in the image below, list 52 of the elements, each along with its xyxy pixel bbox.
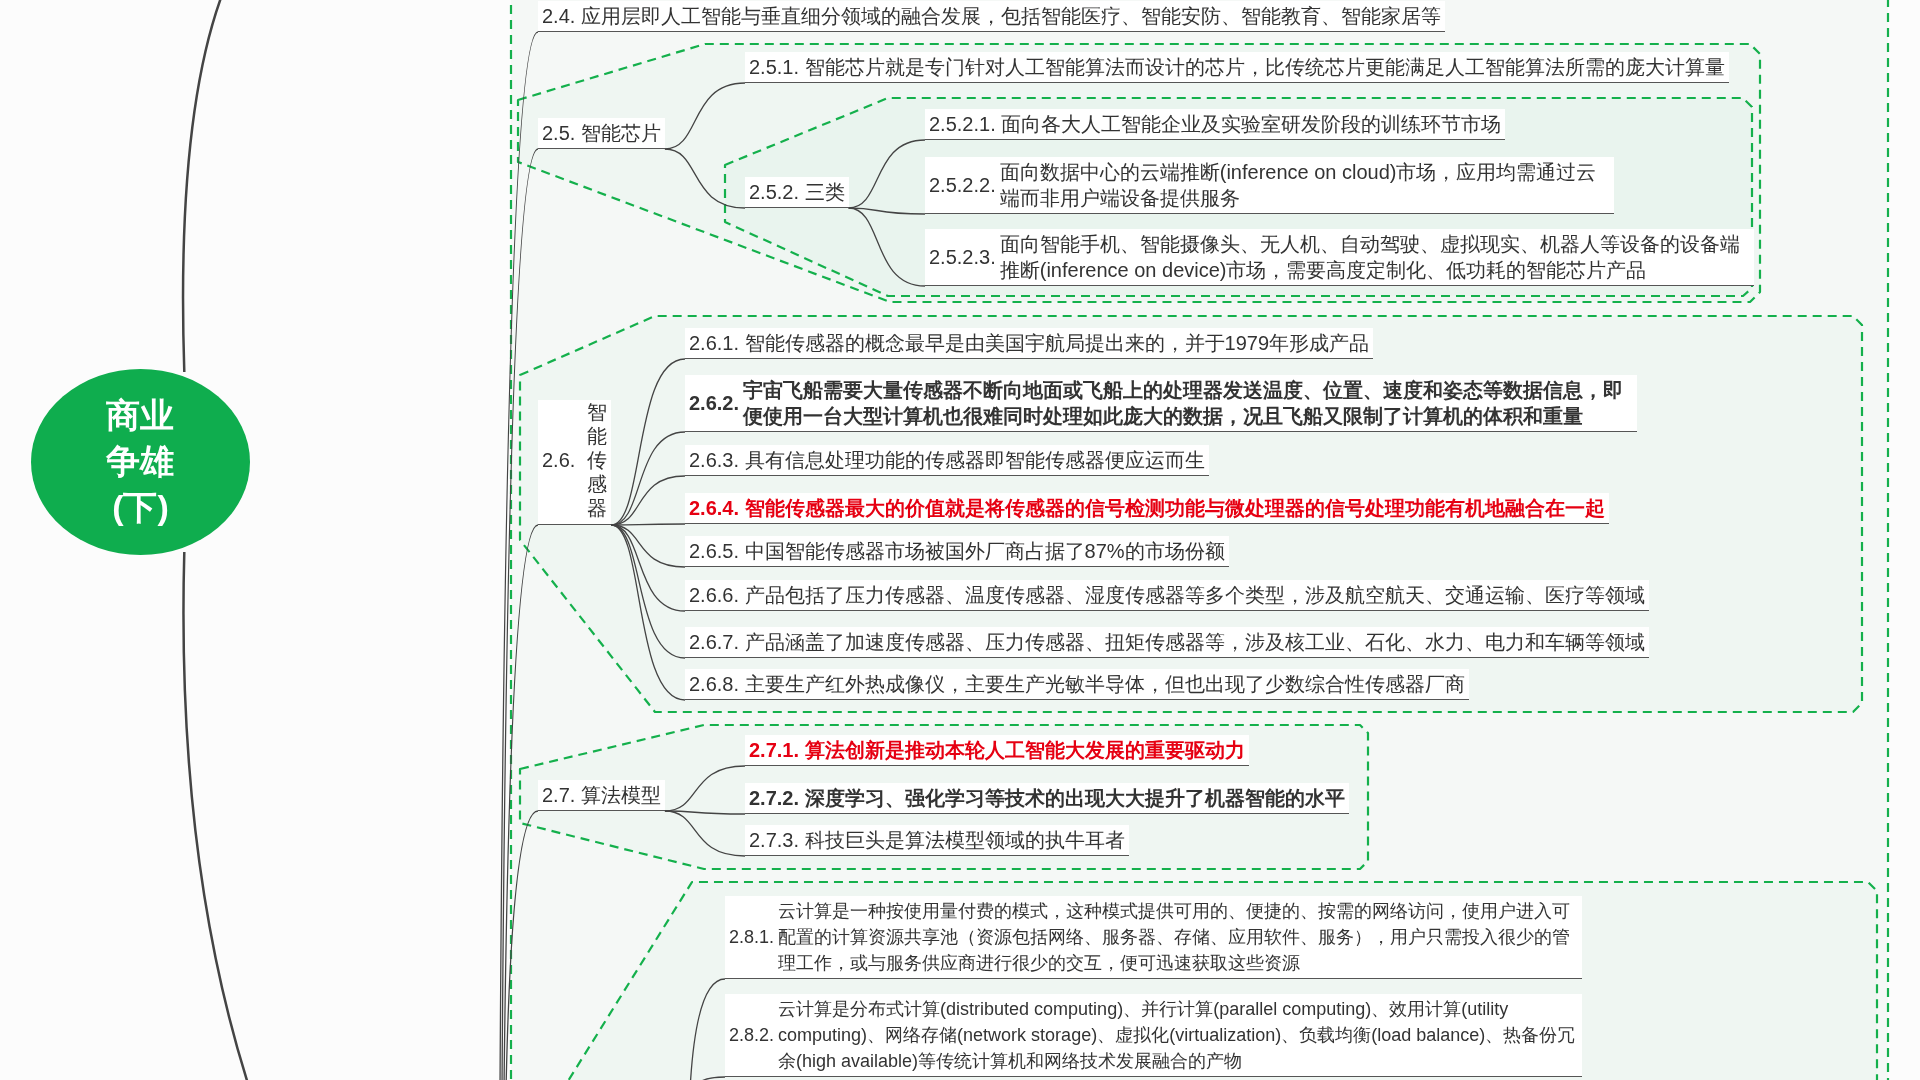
topic-label [725,994,1583,1077]
topic-label: 2.6.6. 产品包括了压力传感器、温度传感器、湿度传感器等多个类型，涉及航空航天、交通运输、医疗等领域 [685,580,1649,611]
topic-label: 2.5.2.1. 面向各大人工智能企业及实验室研发阶段的训练环节市场 [925,109,1506,140]
branch-line [501,148,539,1080]
topic-text: 智能传感器 [587,400,608,520]
topic-label: 2.6.4. 智能传感器最大的价值就是将传感器的信号检测功能与微处理器的信号处理功能有机地融合在一起 [685,493,1609,524]
branch-line [664,148,746,209]
root-topic-circle: 商业争雄(下) [31,369,250,555]
topic-text: 云计算是分布式计算(distributed computing)、并行计算(parallel computing)、效用计算(utility computing)、网络存储(network storage)、虚拟化(virtualization)、负载均衡(load balance)、热备份冗余(high available)等传统计算机和网络技术发展融合的产物 [778,998,1577,1073]
topic-label [925,157,1614,214]
topic-label: 2.6.8. 主要生产红外热成像仪，主要生产光敏半导体，但也出现了少数综合性传感器厂商 [685,669,1469,700]
topic-label: 2.6.5. 中国智能传感器市场被国外厂商占据了87%的市场份额 [685,536,1229,567]
topic-label: 2.6.7. 产品涵盖了加速度传感器、压力传感器、扭矩传感器等，涉及核工业、石化、水力、电力和车辆等领域 [685,627,1649,658]
dashed-boundary [515,42,1763,304]
dashed-boundary [517,313,1865,715]
topic-label [538,400,612,525]
topic-label: 2.7.2. 深度学习、强化学习等技术的出现大大提升了机器智能的水平 [745,783,1349,814]
dashed-boundary [517,722,1371,872]
branch-line [664,82,746,150]
branch-line [503,524,539,1080]
topic-label: 2.6.1. 智能传感器的概念最早是由美国宇航局提出来的，并于1979年形成产品 [685,328,1374,359]
topic-label [925,229,1754,286]
branch-line [181,0,224,373]
branch-line [847,207,926,287]
topic-number: 2.6.2. [689,391,740,416]
topic-number: 2.5.2.3. [929,245,996,270]
topic-label: 2.7. 算法模型 [538,780,665,811]
topic-number: 2.5.2.2. [929,173,996,198]
branch-line [505,810,539,1080]
dashed-boundary [722,95,1756,299]
topic-number: 2.8.1. [729,926,775,949]
topic-number: 2.6. [542,448,576,473]
branch-line [664,810,746,857]
topic-number: 2.8.2. [729,1024,775,1047]
topic-text: 云计算是一种按使用量付费的模式，这种模式提供可用的、便捷的、按需的网络访问，使用户进入可配置的计算资源共享池（资源包括网络、服务器、存储、应用软件、服务），用户只需投入很少的管理工作，或与服务供应商进行很少的交互，便可迅速获取这些资源 [778,900,1572,975]
topic-label: 2.5. 智能芯片 [538,118,665,149]
dashed-boundary [508,0,1892,1080]
topic-label: 2.7.1. 算法创新是推动本轮人工智能大发展的重要驱动力 [745,735,1249,766]
branch-line [689,978,726,1080]
topic-label [685,375,1638,432]
topic-label: 2.4. 应用层即人工智能与垂直细分领域的融合发展，包括智能医疗、智能安防、智能教育、智能家居等 [538,1,1445,32]
topic-label [725,896,1583,979]
topic-label: 2.5.2. 三类 [745,177,849,208]
branch-line [847,207,926,215]
branch-line [499,31,539,1080]
branch-line [664,810,746,815]
topic-label: 2.7.3. 科技巨头是算法模型领域的执牛耳者 [745,825,1129,856]
topic-text: 宇宙飞船需要大量传感器不断向地面或飞船上的处理器发送温度、位置、速度和姿态等数据信息，即便使用一台大型计算机也很难同时处理如此庞大的数据，况且飞船又限制了计算机的体积和重量 [743,378,1625,429]
topic-label: 2.5.1. 智能芯片就是专门针对人工智能算法而设计的芯片，比传统芯片更能满足人工智能算法所需的庞大计算量 [745,52,1729,83]
topic-text: 面向数据中心的云端推断(inference on cloud)市场，应用均需通过云端而非用户端设备提供服务 [999,160,1598,211]
topic-text: 面向智能手机、智能摄像头、无人机、自动驾驶、虚拟现实、机器人等设备的设备端推断(inference on device)市场，需要高度定制化、低功耗的智能芯片产品 [999,232,1741,283]
topic-label: 2.6.3. 具有信息处理功能的传感器即智能传感器便应运而生 [685,445,1209,476]
